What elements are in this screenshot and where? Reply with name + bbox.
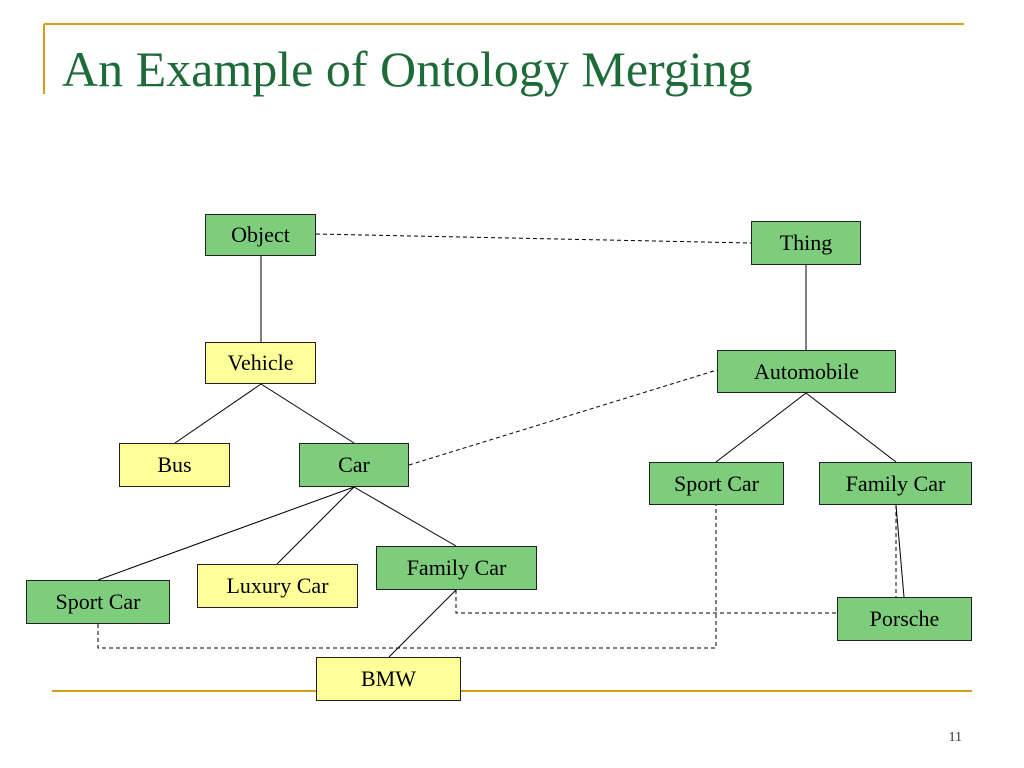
map-car-automobile (408, 369, 718, 466)
node-sport-car-left: Sport Car (26, 580, 170, 624)
node-car: Car (299, 443, 409, 487)
edge-automobile-family-car (805, 392, 897, 463)
node-family-car-left: Family Car (376, 546, 537, 590)
edge-automobile-sport-car (715, 392, 807, 463)
node-family-car-right: Family Car (819, 462, 972, 505)
node-vehicle: Vehicle (205, 342, 316, 384)
edge-family-car-porsche (895, 504, 905, 598)
edge-vehicle-bus (174, 383, 262, 444)
edge-car-family-car (353, 486, 457, 547)
slide-title: An Example of Ontology Merging (62, 41, 753, 97)
map-family-car-porsche (455, 590, 837, 614)
node-luxury-car: Luxury Car (197, 564, 358, 608)
node-sport-car-right: Sport Car (649, 462, 784, 505)
node-automobile: Automobile (717, 350, 896, 393)
node-object: Object (205, 214, 316, 256)
page-number: 11 (948, 730, 962, 745)
node-bus: Bus (119, 443, 230, 487)
edge-car-luxury-car (276, 486, 355, 565)
node-thing: Thing (751, 221, 861, 265)
edge-family-car-bmw (388, 589, 457, 658)
node-porsche: Porsche (837, 597, 972, 641)
edge-vehicle-car (260, 383, 355, 444)
edge-car-sport-car (97, 486, 355, 581)
map-sport-car-sport-car (97, 505, 717, 649)
map-object-thing (315, 233, 752, 244)
node-bmw: BMW (316, 657, 461, 701)
